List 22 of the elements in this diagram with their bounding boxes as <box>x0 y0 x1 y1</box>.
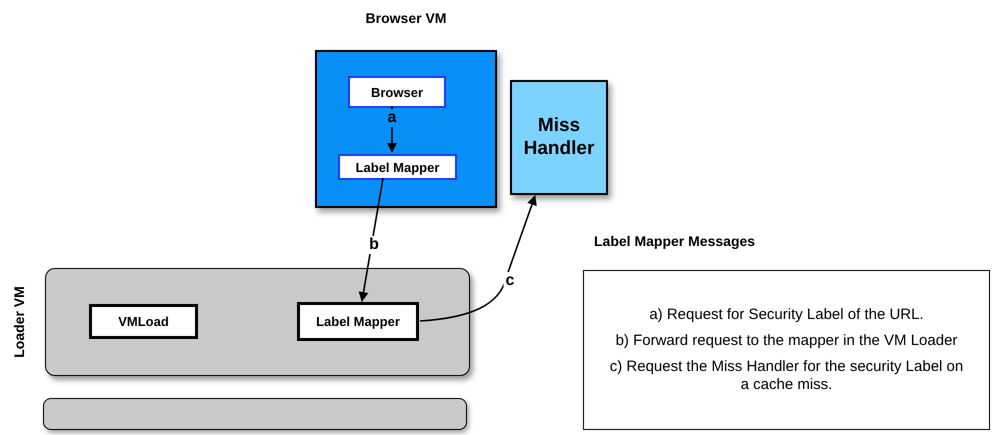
box-label: Label Mapper <box>356 160 440 174</box>
edge-label: c <box>504 272 516 290</box>
box-label: VMLoad <box>118 314 169 329</box>
process-box <box>89 304 198 339</box>
group-title: Browser VM <box>366 10 446 26</box>
group-title: Label Mapper Messages <box>594 233 756 249</box>
box-label: Miss Handler <box>522 114 596 160</box>
arrow <box>358 178 384 302</box>
process-box <box>338 154 457 180</box>
note-text: b) Forward request to the mapper in the VM Loader <box>614 332 958 350</box>
group-title: Loader VM <box>11 286 27 358</box>
box-label: Label Mapper <box>316 314 400 329</box>
box-label: Browser <box>370 84 424 100</box>
edge-label: b <box>367 236 381 254</box>
arrow <box>420 195 537 322</box>
process-box <box>348 76 446 108</box>
process-box <box>510 80 608 195</box>
hypervisor-bar <box>43 398 467 430</box>
note-text: a) Request for Security Label of the URL. <box>648 306 925 324</box>
process-box <box>297 302 419 341</box>
note-text: c) Request the Miss Handler for the security Label on a cache miss. <box>608 358 964 394</box>
edge-label: a <box>386 109 398 127</box>
